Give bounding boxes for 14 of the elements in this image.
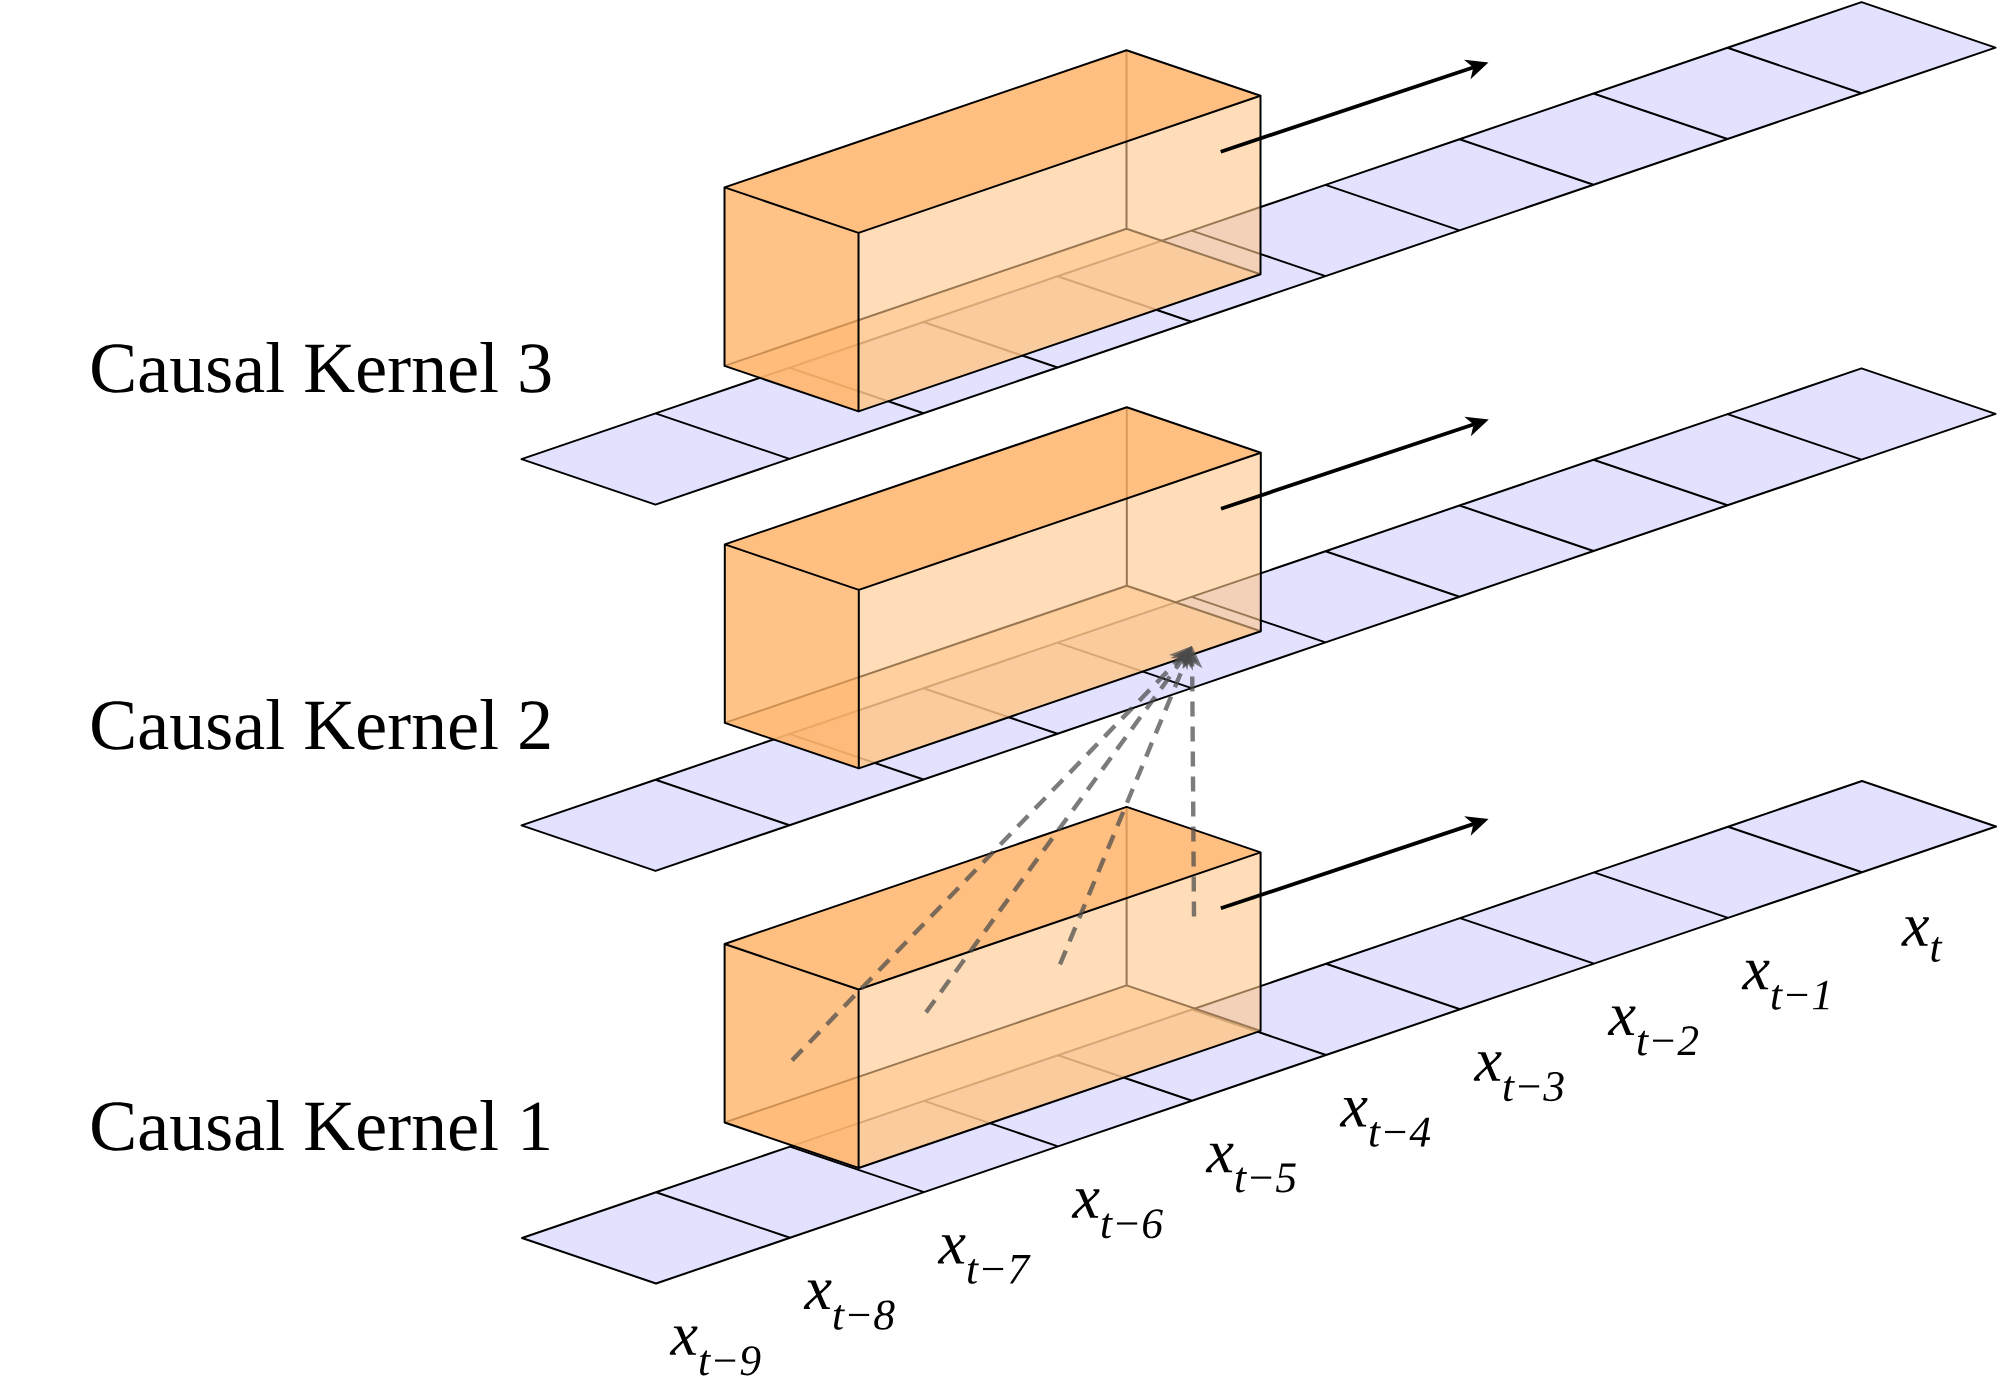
time-step-label: x$_{t−5}$ <box>1205 1143 1296 1193</box>
time-step-label: x$_{t−4}$ <box>1339 1097 1431 1147</box>
kernel-label: Causal Kernel 3 <box>92 342 551 393</box>
kernel-label: Causal Kernel 1 <box>92 1100 549 1151</box>
time-step-label: x$_{t−7}$ <box>937 1235 1031 1284</box>
time-step-label: x$_{t−1}$ <box>1741 960 1829 1010</box>
time-step-label: x$_{t−8}$ <box>803 1280 895 1330</box>
kernel-box <box>723 406 1262 770</box>
time-step-label: x$_{t−3}$ <box>1473 1052 1564 1102</box>
kernel-label: Causal Kernel 2 <box>92 699 550 750</box>
time-step-label: x$_{t−9}$ <box>669 1326 761 1376</box>
time-step-label: x$_{t−2}$ <box>1607 1006 1699 1056</box>
time-step-label: x$_{t}$ <box>1901 917 1943 962</box>
kernel-box <box>723 49 1262 413</box>
